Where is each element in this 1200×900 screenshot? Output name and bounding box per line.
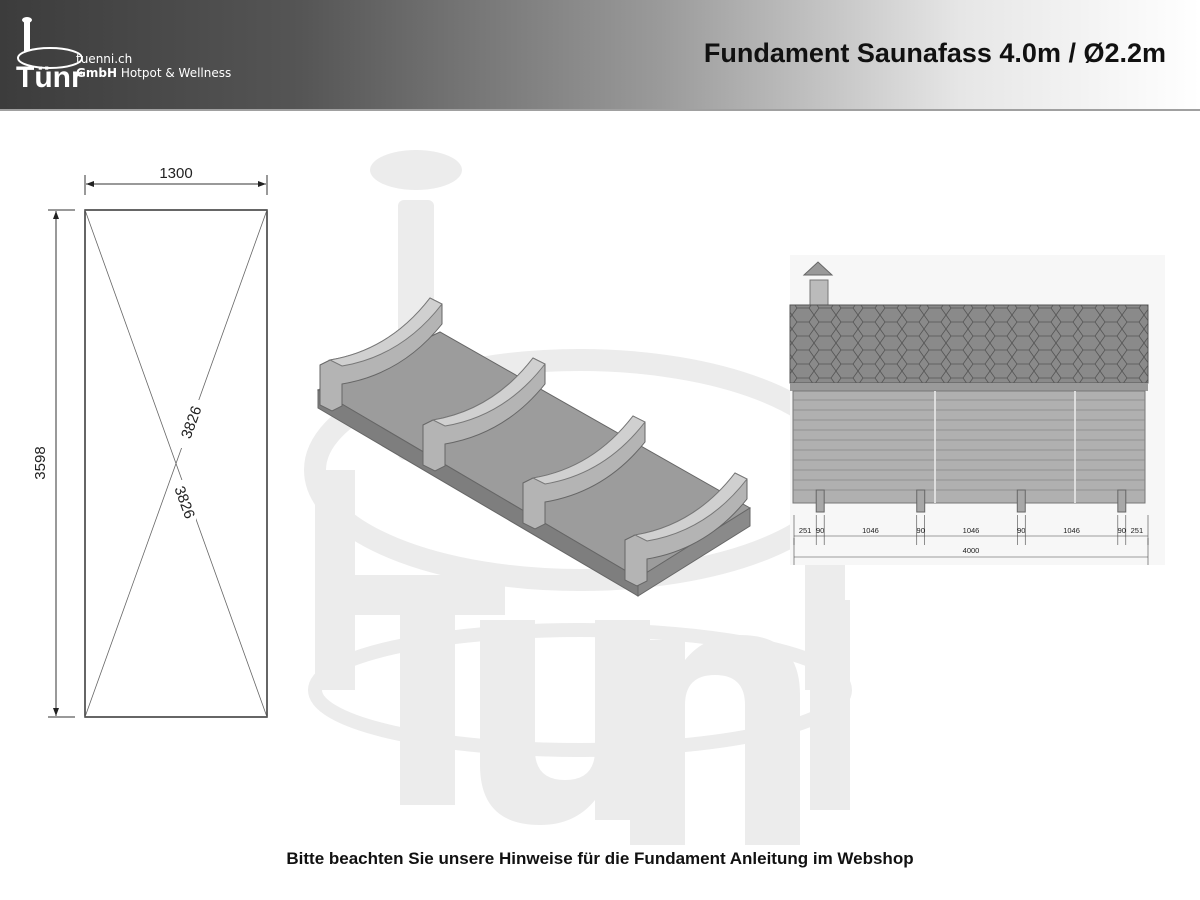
side-view-dimensions: 251 90 1046 90 1046 90 1046 90 251 4000	[793, 489, 1149, 565]
logo-domain: tuenni.ch	[76, 52, 133, 66]
plan-outline	[84, 209, 268, 718]
sauna-wall	[792, 390, 1146, 504]
segment-dimension-label: 251	[1131, 526, 1144, 535]
tunni-logo-icon: Tünni	[16, 17, 82, 94]
foundation-foot	[1016, 489, 1026, 513]
logo-company-type: GmbH	[76, 66, 117, 80]
svg-text:Tünni: Tünni	[16, 61, 82, 94]
foundation-foot	[1117, 489, 1127, 513]
segment-dimension-label: 90	[917, 526, 925, 535]
length-dimension-label: 3598	[32, 446, 49, 479]
foundation-saddles	[319, 297, 748, 587]
footer-note: Bitte beachten Sie unsere Hinweise für d…	[286, 849, 914, 868]
page-title: Fundament Saunafass 4.0m / Ø2.2m	[703, 38, 1166, 68]
diagonal-line-2	[84, 209, 268, 718]
segment-dimension-label: 90	[1017, 526, 1025, 535]
segment-dimension-label: 251	[799, 526, 812, 535]
logo-tagline: Hotpot & Wellness	[117, 66, 232, 80]
logo-text: tuenni.ch GmbH Hotpot & Wellness	[76, 52, 231, 80]
segment-dimension-label: 1046	[1063, 526, 1080, 535]
segment-dimension-label: 90	[816, 526, 824, 535]
segment-dimension-label: 90	[1118, 526, 1126, 535]
chimney	[809, 279, 829, 306]
segment-dimension-label: 1046	[963, 526, 980, 535]
header-banner: Tünni tuenni.ch GmbH Hotpot & Wellness F…	[0, 0, 1200, 111]
total-dimension-label: 4000	[963, 546, 980, 555]
foundation-foot	[916, 489, 926, 513]
foundation-foot	[815, 489, 825, 513]
wall-planks	[793, 391, 1145, 503]
width-dimension-label: 1300	[159, 165, 192, 182]
segment-dimension-label: 1046	[862, 526, 879, 535]
